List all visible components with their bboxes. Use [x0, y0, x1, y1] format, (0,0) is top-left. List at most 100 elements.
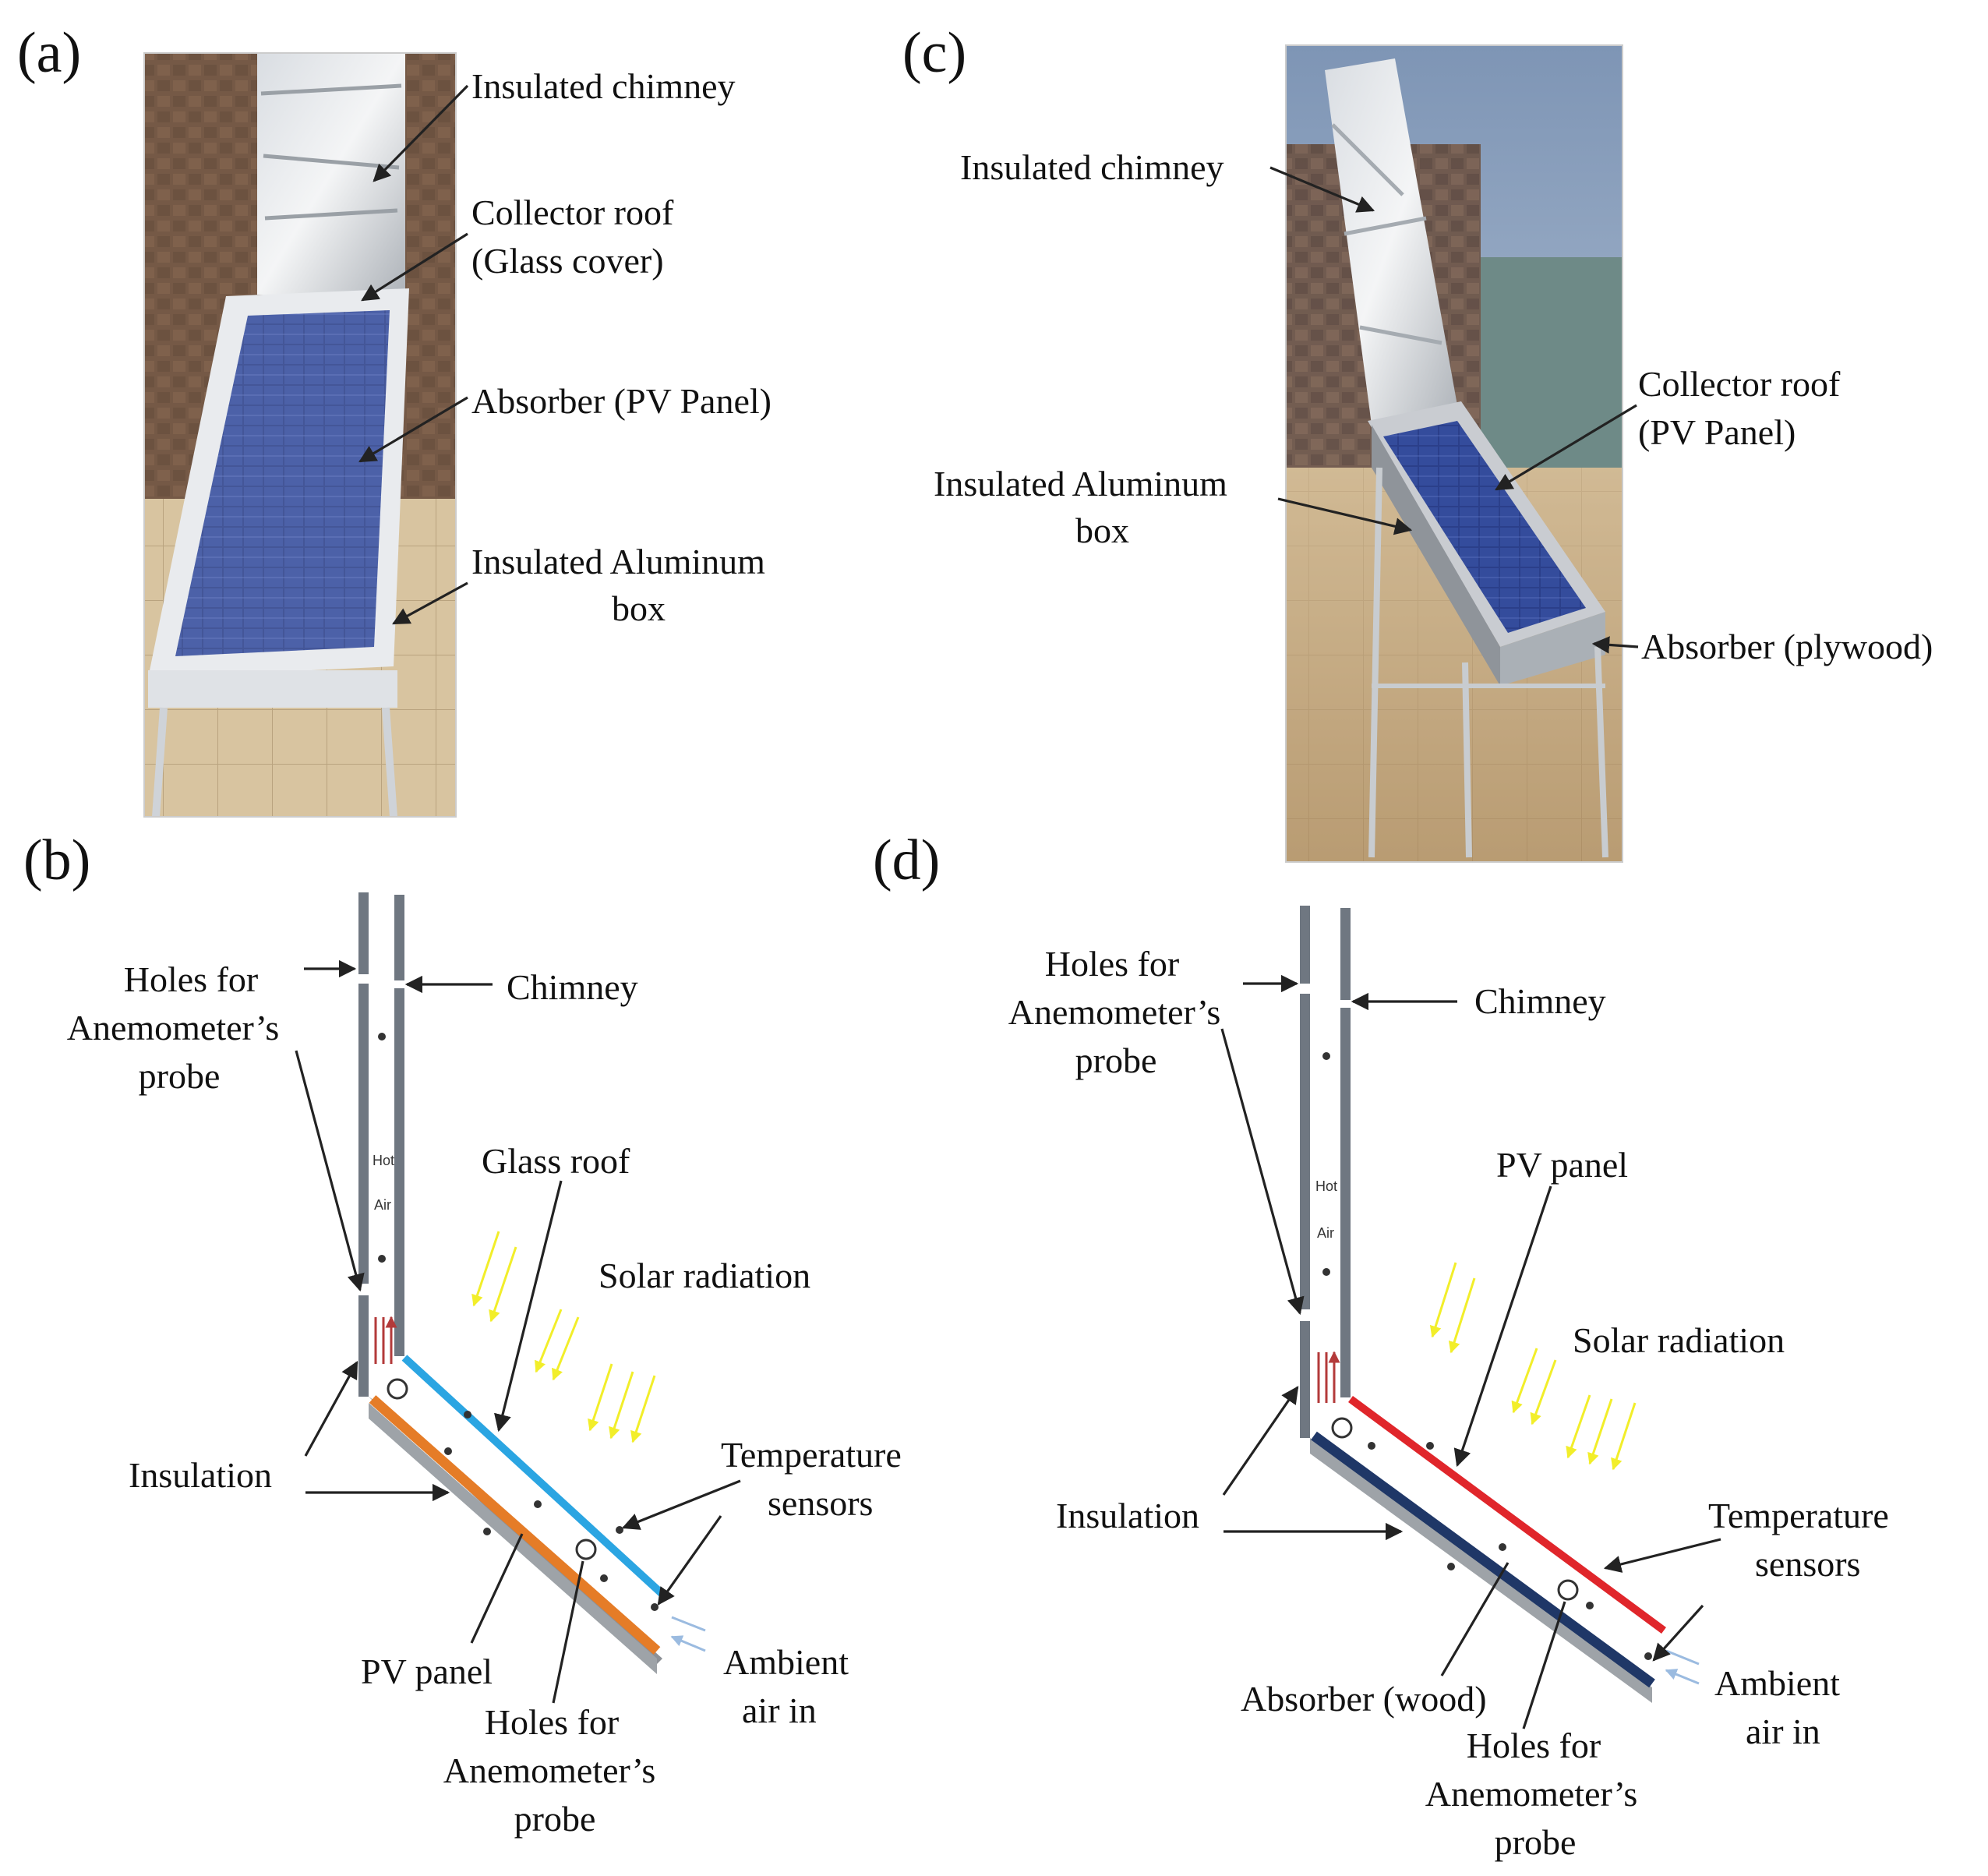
leader-sensors-lower-d	[1652, 1604, 1704, 1662]
sensor-dot	[600, 1574, 608, 1582]
label-absorber-c: Absorber (plywood)	[1641, 627, 1933, 666]
chimney-left-wall-upper-b	[358, 892, 369, 974]
sensor-dot	[378, 1033, 386, 1040]
leader-holes-bottom-b	[552, 1560, 584, 1704]
panel-b: (b) Hot Air	[23, 828, 902, 1839]
label-holes-top-d-line2: Anemometer’s	[1008, 992, 1221, 1032]
sensor-dot	[444, 1447, 452, 1455]
chimney-left-wall-upper-d	[1300, 906, 1310, 984]
sensor-dot	[651, 1603, 659, 1611]
photo-c	[1285, 44, 1623, 863]
leader-absorber-c	[1591, 636, 1639, 654]
label-holes-bottom-d-line1: Holes for	[1467, 1726, 1601, 1765]
chimney-left-wall-lower-d	[1300, 1321, 1310, 1438]
anemometer-hole-b	[575, 1539, 597, 1560]
label-sensors-d-line2: sensors	[1755, 1544, 1860, 1584]
leader-box-c	[1277, 497, 1413, 535]
leader-box-a	[392, 581, 468, 625]
label-box-a-line2: box	[612, 588, 666, 628]
leader-holes-lower-b	[295, 1050, 365, 1292]
label-glass-cover-a: (Glass cover)	[471, 241, 664, 281]
label-box-c-line2: box	[1075, 511, 1129, 550]
sensor-dot	[1322, 1052, 1330, 1060]
sensor-dot	[534, 1500, 542, 1508]
chimney-left-wall-middle-d	[1300, 994, 1310, 1309]
label-sensors-b-line1: Temperature	[721, 1435, 902, 1475]
leader-chimney-a	[373, 84, 469, 182]
label-holes-bottom-b-line2: Anemometer’s	[443, 1751, 656, 1790]
panel-d-letter: (d)	[873, 828, 940, 892]
sensor-dot	[1586, 1602, 1594, 1609]
label-collector-roof-a: Collector roof	[471, 193, 674, 232]
label-insulated-chimney-a: Insulated chimney	[471, 66, 736, 106]
label-absorber-b: PV panel	[361, 1652, 493, 1691]
leader-absorber-a	[358, 396, 468, 463]
label-ambient-b-line2: air in	[742, 1691, 817, 1730]
panel-a: (a) Insulated chimney Collector roof (Gl…	[17, 21, 772, 818]
label-collector-roof-c: Collector roof	[1638, 364, 1841, 404]
chimney-left-wall-middle-b	[358, 984, 369, 1284]
glass-roof-plate-b	[401, 1355, 669, 1601]
anemometer-hole-b	[387, 1378, 408, 1400]
label-insulation-b: Insulation	[129, 1455, 272, 1495]
sensor-dot	[464, 1411, 471, 1418]
chimney-left-wall-lower-b	[358, 1295, 369, 1397]
sensor-dot	[483, 1528, 491, 1535]
label-pv-panel-c: (PV Panel)	[1638, 412, 1796, 452]
leader-roof-b	[494, 1180, 563, 1433]
sensor-dot	[1426, 1442, 1434, 1450]
label-absorber-a: Absorber (PV Panel)	[471, 381, 772, 421]
label-holes-top-b-line2: Anemometer’s	[67, 1008, 280, 1048]
leader-absorber-b	[470, 1533, 524, 1644]
photo-a	[143, 52, 457, 818]
leader-sensors-d	[1603, 1538, 1721, 1573]
air-label-b: Air	[374, 1197, 391, 1213]
solar-rays-d	[1429, 1262, 1637, 1471]
label-solar-d: Solar radiation	[1573, 1320, 1785, 1360]
panel-a-letter: (a)	[17, 21, 81, 85]
label-holes-bottom-d-line2: Anemometer’s	[1425, 1774, 1638, 1814]
air-label-d: Air	[1317, 1225, 1334, 1241]
label-ambient-d-line2: air in	[1746, 1712, 1820, 1751]
panel-c-letter: (c)	[902, 21, 966, 85]
absorber-plate-b	[369, 1395, 661, 1655]
label-holes-top-d-line1: Holes for	[1045, 944, 1179, 984]
leader-roof-d	[1453, 1185, 1552, 1468]
leader-absorber-d	[1440, 1562, 1510, 1676]
label-solar-b: Solar radiation	[599, 1256, 810, 1295]
label-holes-bottom-b-line1: Holes for	[485, 1702, 619, 1742]
anemometer-hole-d	[1557, 1579, 1579, 1601]
sensor-dot	[1447, 1563, 1455, 1570]
label-insulation-d: Insulation	[1056, 1496, 1199, 1535]
leader-sensors-b	[621, 1479, 741, 1530]
sensor-dot	[616, 1526, 623, 1534]
label-chimney-d: Chimney	[1474, 981, 1606, 1021]
hot-air-arrows-b	[374, 1317, 391, 1364]
label-ambient-d-line1: Ambient	[1714, 1663, 1840, 1703]
sensor-dot	[1322, 1268, 1330, 1276]
leader-insulation-upper-b	[304, 1361, 358, 1457]
label-sensors-d-line1: Temperature	[1708, 1496, 1889, 1535]
leader-roof-c	[1495, 404, 1637, 491]
hot-air-arrows-d	[1317, 1352, 1334, 1403]
ambient-air-arrows-d	[1666, 1649, 1700, 1685]
label-roof-b: Glass roof	[482, 1141, 630, 1181]
insulation-slab-b	[369, 1403, 657, 1674]
leader-insulation-upper-d	[1222, 1386, 1299, 1496]
solar-rays-b	[471, 1231, 656, 1443]
ambient-air-arrows-b	[672, 1616, 706, 1652]
label-box-c-line1: Insulated Aluminum	[934, 464, 1227, 503]
label-ambient-b-line1: Ambient	[723, 1642, 849, 1682]
label-holes-top-b-line3: probe	[139, 1056, 221, 1096]
leader-holes-lower-d	[1220, 1028, 1305, 1316]
sensor-dot	[378, 1255, 386, 1263]
label-holes-top-b-line1: Holes for	[124, 959, 258, 999]
label-box-a-line1: Insulated Aluminum	[471, 542, 765, 581]
sensor-dot	[1644, 1652, 1652, 1660]
panel-c: (c) Insulated chimney Collector roof (PV…	[902, 21, 1933, 863]
label-chimney-b: Chimney	[507, 967, 638, 1007]
leader-sensors-lower-b	[657, 1515, 722, 1606]
label-holes-top-d-line3: probe	[1075, 1040, 1157, 1080]
insulation-slab-d	[1310, 1438, 1652, 1703]
chimney-right-wall-lower-b	[394, 988, 404, 1356]
